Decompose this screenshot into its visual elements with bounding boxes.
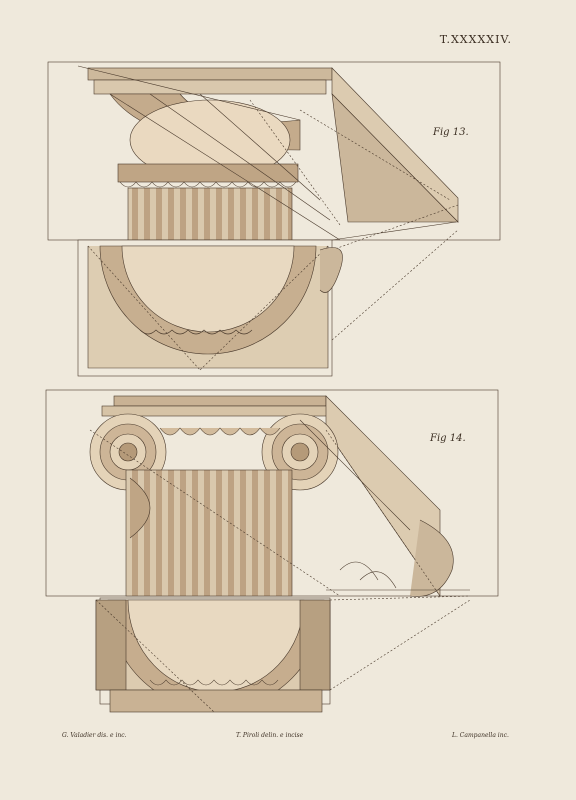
fig14-drawing [45, 389, 499, 713]
fig14-abacus [113, 395, 327, 407]
plate-number: T.XXXXXIV. [439, 33, 512, 46]
fig14-label: Fig 14. [430, 433, 466, 444]
fig14-projection-volute [409, 519, 454, 597]
fig13-egg-dart [119, 181, 297, 188]
credit-engraver: L. Campanella inc. [452, 732, 509, 739]
fig13-shaft [127, 187, 293, 241]
credit-delineator: T. Piroli delin. e incise [236, 732, 304, 739]
fig13-abacus [87, 67, 333, 81]
fig14-shaft [125, 469, 293, 597]
fig13-label: Fig 13. [433, 127, 469, 138]
fig13-projection-shadow [331, 93, 459, 223]
fig13-abacus-lower [93, 79, 327, 95]
fig13-astragal [117, 163, 299, 183]
fig14-egg-dart [159, 427, 281, 436]
fig13-drawing [47, 61, 501, 377]
credit-draftsman: G. Valadier dis. e inc. [62, 732, 127, 739]
fig14-base-plinth [109, 689, 323, 713]
